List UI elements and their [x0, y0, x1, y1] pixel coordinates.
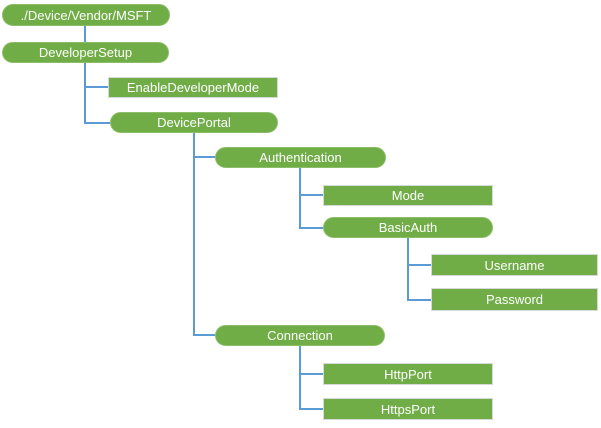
connector-authentication-trunk	[299, 168, 301, 229]
node-username: Username	[431, 254, 598, 276]
connector-to-httpport	[299, 373, 323, 375]
node-basicauth: BasicAuth	[323, 217, 493, 238]
connector-to-mode	[299, 194, 323, 196]
node-enabledevelopermode: EnableDeveloperMode	[108, 77, 278, 98]
node-deviceportal: DevicePortal	[110, 112, 278, 133]
connector-to-basicauth	[299, 227, 323, 229]
connector-to-deviceportal	[84, 122, 110, 124]
connector-to-authentication	[193, 156, 215, 158]
connector-to-connection	[193, 334, 215, 336]
connector-connection-trunk	[299, 346, 301, 410]
connector-developersetup-trunk	[84, 63, 86, 124]
node-mode: Mode	[323, 185, 493, 206]
node-authentication: Authentication	[215, 147, 386, 168]
connector-to-httpsport	[299, 408, 323, 410]
connector-to-username	[407, 264, 431, 266]
connector-basicauth-trunk	[407, 238, 409, 301]
connector-to-password	[407, 299, 431, 301]
connector-root-to-developersetup	[84, 26, 86, 42]
node-connection: Connection	[215, 325, 385, 346]
node-httpport: HttpPort	[323, 363, 493, 385]
node-password: Password	[431, 288, 598, 311]
node-device-vendor-msft: ./Device/Vendor/MSFT	[2, 4, 170, 26]
connector-to-enabledevelopermode	[84, 86, 108, 88]
connector-deviceportal-trunk	[193, 133, 195, 336]
node-httpsport: HttpsPort	[323, 398, 493, 420]
node-developersetup: DeveloperSetup	[2, 42, 169, 63]
